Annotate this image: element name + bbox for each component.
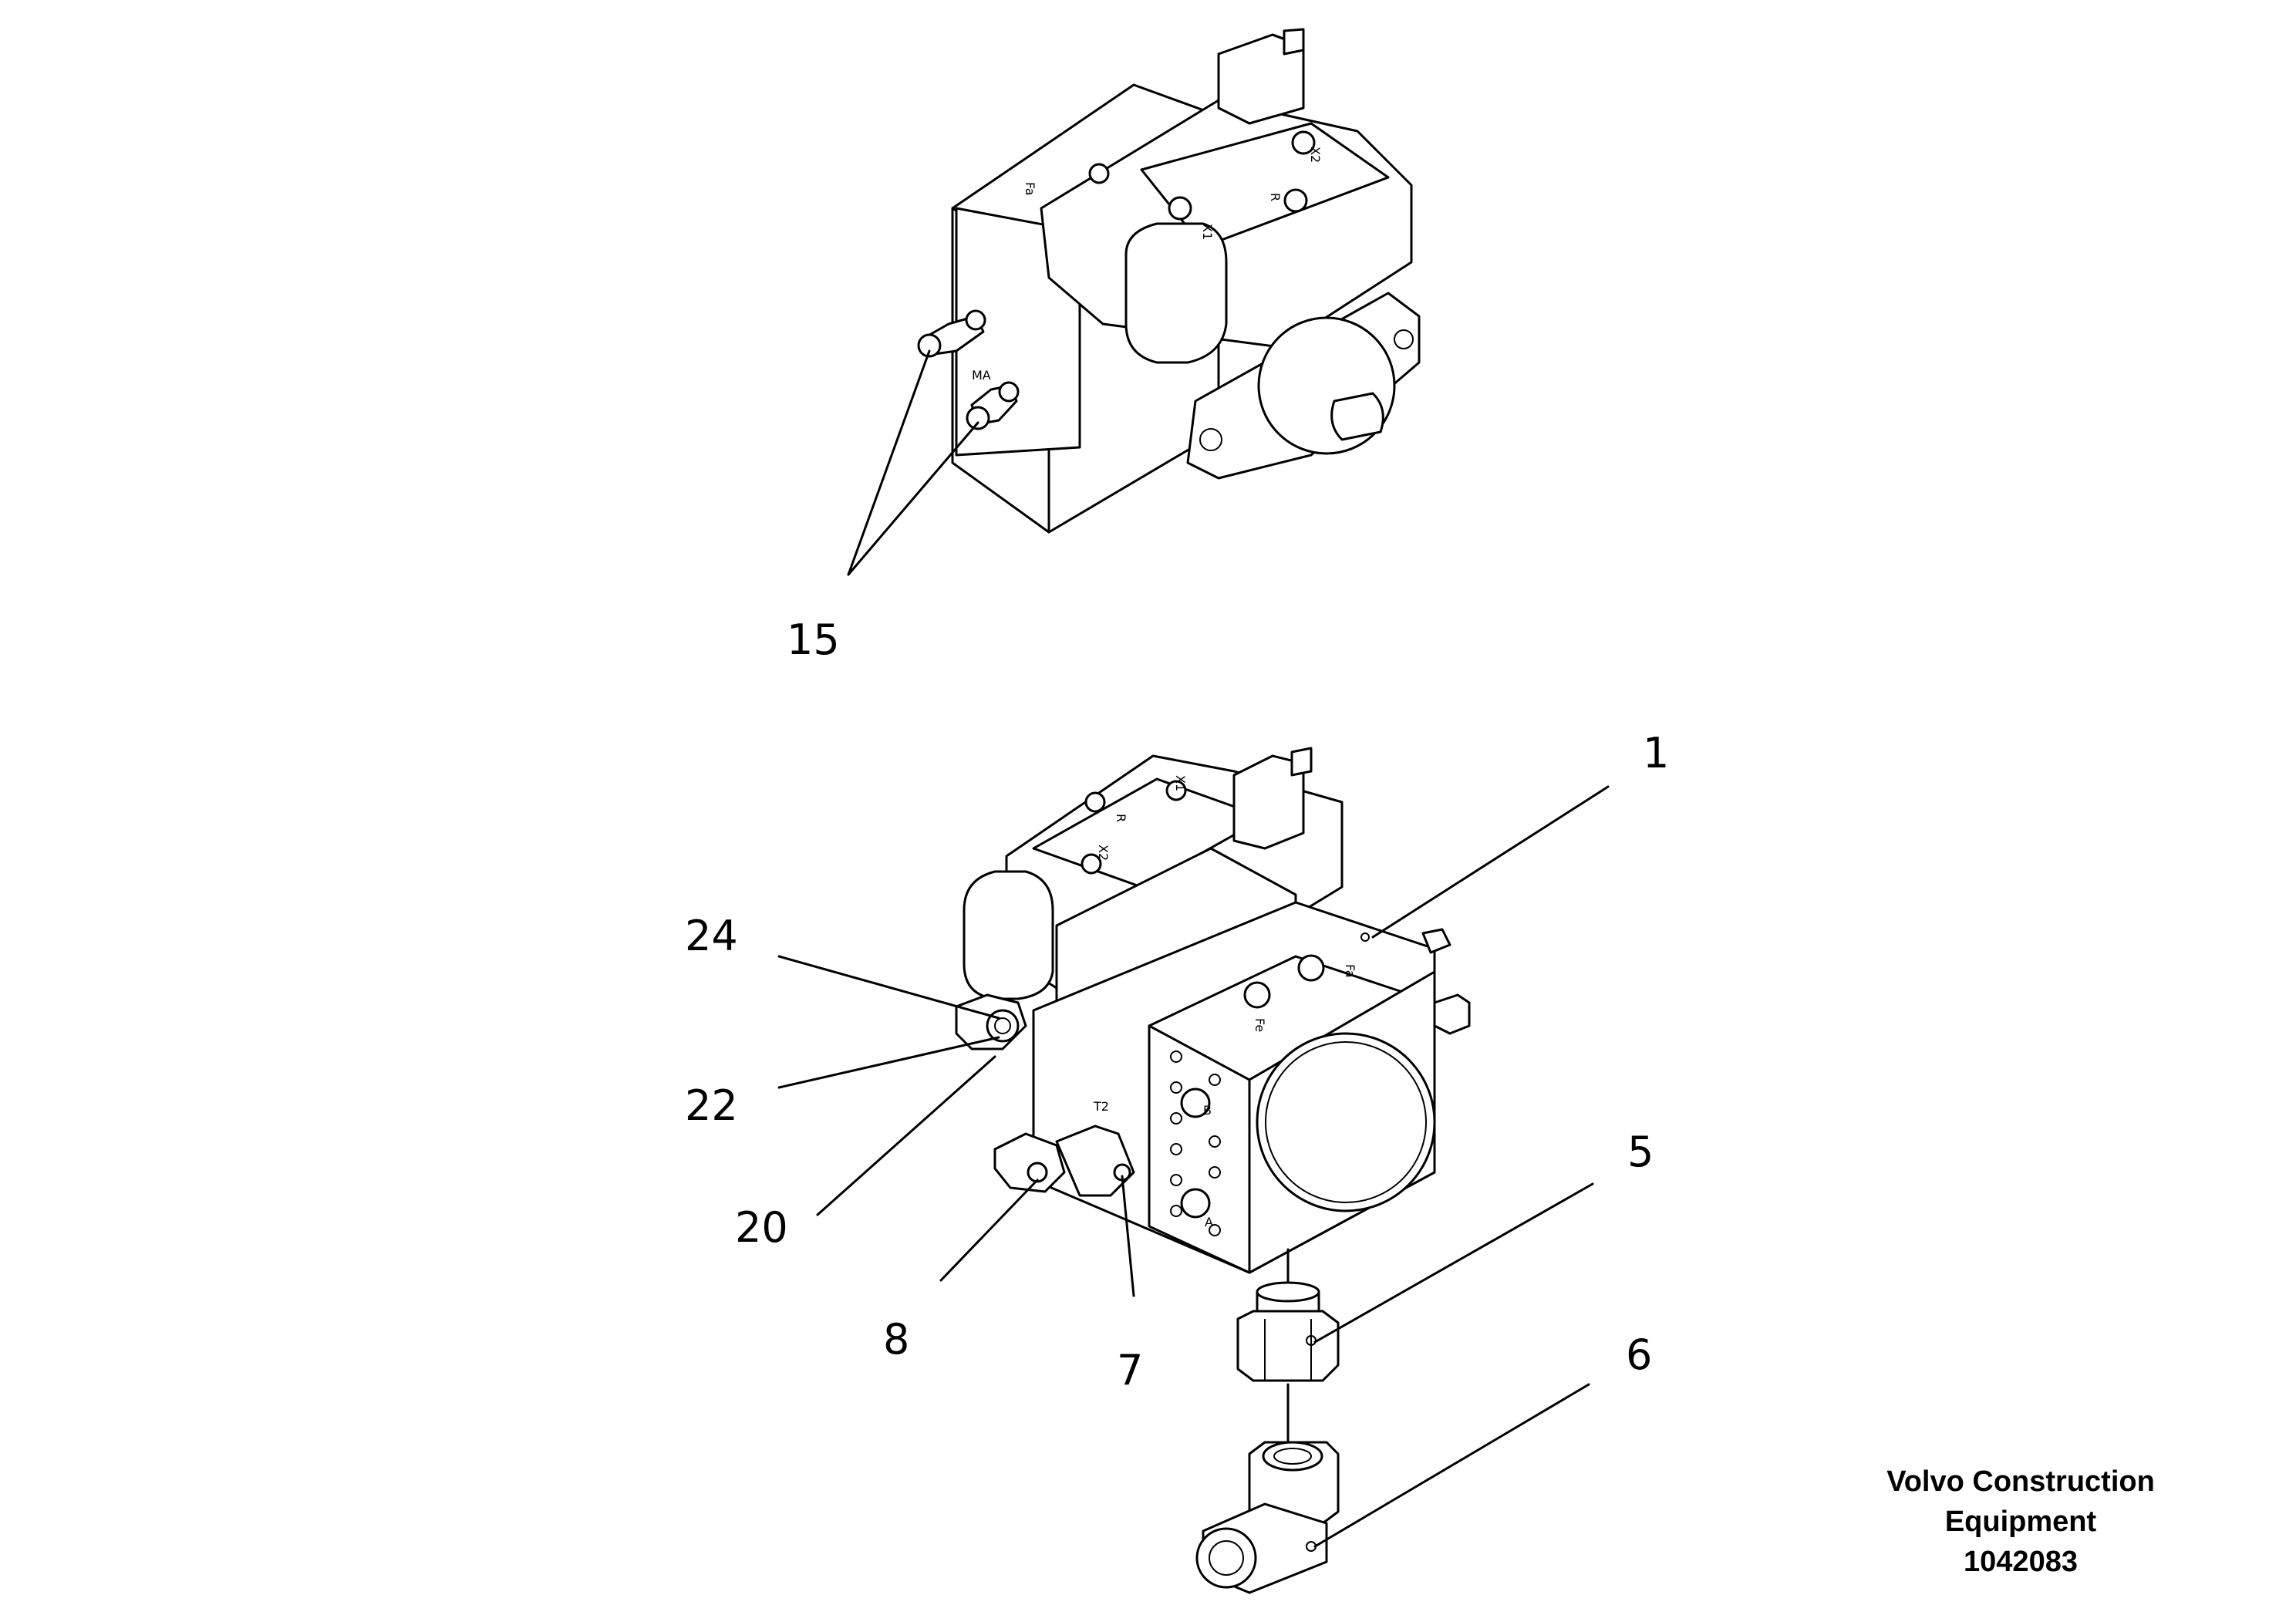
callout-1: 1 bbox=[1643, 729, 1669, 777]
port-label-top-r: R bbox=[1268, 193, 1283, 201]
leader-line-8 bbox=[939, 1179, 1039, 1282]
leader-line-7 bbox=[1121, 1175, 1135, 1297]
callout-6: 6 bbox=[1626, 1330, 1652, 1379]
callout-24: 24 bbox=[685, 912, 738, 960]
callout-22: 22 bbox=[685, 1081, 738, 1130]
port-label-top-fa: Fa bbox=[1023, 182, 1037, 196]
port-label-bot-x1: X1 bbox=[1173, 775, 1188, 791]
port-label-top-ma: MA bbox=[972, 368, 991, 383]
port-label-bot-b: B bbox=[1203, 1103, 1212, 1118]
leader-line-5 bbox=[1313, 1182, 1594, 1344]
elbow-fitting-8 bbox=[993, 1132, 1066, 1193]
leader-line-22 bbox=[777, 1036, 1000, 1089]
top-pump-assembly: Fa X1 X2 R MA bbox=[847, 28, 1421, 576]
port-label-bot-fe: Fe bbox=[1253, 1018, 1267, 1032]
caption-line-1: Volvo Construction bbox=[1886, 1465, 2155, 1498]
caption-line-2: Equipment bbox=[1944, 1506, 2097, 1538]
test-port-lower bbox=[966, 381, 1020, 430]
callout-8: 8 bbox=[883, 1315, 909, 1364]
callout-20: 20 bbox=[735, 1203, 788, 1252]
port-label-top-x1: X1 bbox=[1200, 224, 1215, 240]
port-label-bot-t2: T2 bbox=[1093, 1099, 1109, 1114]
elbow-fitting-7 bbox=[1055, 1125, 1135, 1197]
leader-line-1 bbox=[1371, 785, 1610, 939]
leader-line-15a bbox=[847, 349, 931, 576]
elbow-fitting-6 bbox=[1195, 1441, 1340, 1594]
port-label-bot-a: A bbox=[1205, 1215, 1213, 1229]
callout-7: 7 bbox=[1117, 1346, 1143, 1394]
port-label-bot-r: R bbox=[1114, 814, 1128, 822]
leader-line-24 bbox=[777, 955, 1000, 1020]
port-label-bot-x2: X2 bbox=[1096, 845, 1111, 861]
adapter-fitting-5 bbox=[1236, 1248, 1340, 1444]
callout-15: 15 bbox=[787, 615, 840, 664]
caption-part-number: 1042083 bbox=[1964, 1546, 2078, 1578]
leader-line-20 bbox=[816, 1055, 996, 1216]
port-label-top-x2: X2 bbox=[1308, 147, 1323, 163]
callout-5: 5 bbox=[1627, 1128, 1654, 1176]
leader-line-15b bbox=[847, 421, 979, 576]
fitting-20-22-24 bbox=[955, 993, 1027, 1050]
leader-line-6 bbox=[1313, 1383, 1590, 1548]
manufacturer-caption: Volvo Construction Equipment 1042083 bbox=[1836, 1462, 2206, 1582]
port-label-bot-fa: Fa bbox=[1343, 964, 1357, 978]
bottom-pump-assembly: X1 X2 R Fa Fe B A T2 bbox=[955, 747, 1471, 1274]
test-port-upper bbox=[917, 309, 986, 358]
